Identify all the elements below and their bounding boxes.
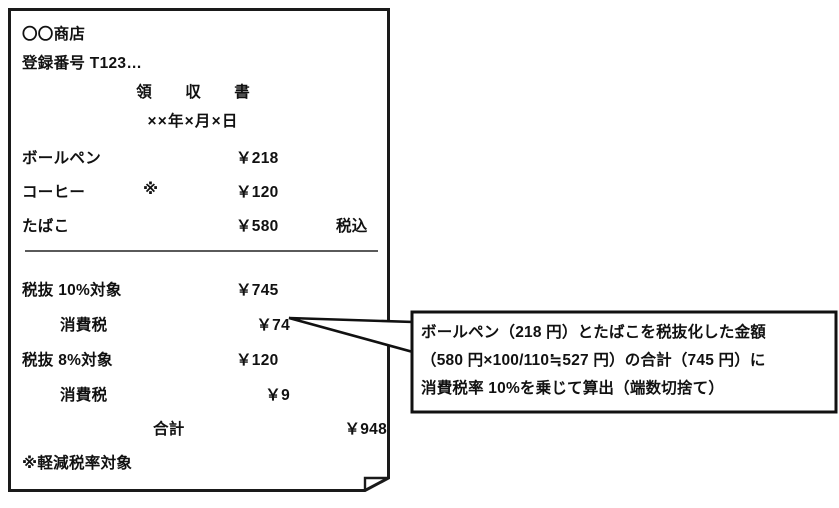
summary-value: ￥745 xyxy=(236,282,279,299)
summary-label: 税抜 8%対象 xyxy=(22,352,113,369)
summary-value-consumption-tax-10: ￥74 xyxy=(256,317,290,334)
item-price: ￥218 xyxy=(236,150,279,167)
receipt-sheet: 〇〇商店 登録番号 T123… 領 収 書 ××年×月×日 ボールペン ￥218… xyxy=(8,8,390,492)
total-label: 合計 xyxy=(153,421,185,438)
reduced-rate-footnote: ※軽減税率対象 xyxy=(22,455,133,472)
summary-label: 税抜 10%対象 xyxy=(22,282,122,299)
callout-box-with-pointer xyxy=(288,310,838,414)
item-price: ￥120 xyxy=(236,184,279,201)
item-name: たばこ xyxy=(22,218,70,235)
item-name: ボールペン xyxy=(22,150,102,167)
reduced-rate-mark: ※ xyxy=(143,181,159,198)
summary-value-consumption-tax-8: ￥9 xyxy=(265,387,290,404)
callout-annotation: ボールペン（218 円）とたばこを税抜化した金額 （580 円×100/110≒… xyxy=(285,305,839,420)
summary-label-consumption-tax: 消費税 xyxy=(60,317,108,334)
receipt-divider xyxy=(25,250,378,252)
receipt-date: ××年×月×日 xyxy=(147,113,239,130)
item-price: ￥580 xyxy=(236,218,279,235)
item-name: コーヒー xyxy=(22,184,86,201)
item-note-tax-included: 税込 xyxy=(336,218,368,235)
shop-name: 〇〇商店 xyxy=(22,26,86,43)
callout-text: ボールペン（218 円）とたばこを税抜化した金額 （580 円×100/110≒… xyxy=(421,324,766,397)
summary-label-consumption-tax: 消費税 xyxy=(60,387,108,404)
summary-value: ￥120 xyxy=(236,352,279,369)
receipt-title: 領 収 書 xyxy=(136,84,259,101)
total-value: ￥948 xyxy=(344,421,387,438)
registration-number: 登録番号 T123… xyxy=(22,55,143,72)
